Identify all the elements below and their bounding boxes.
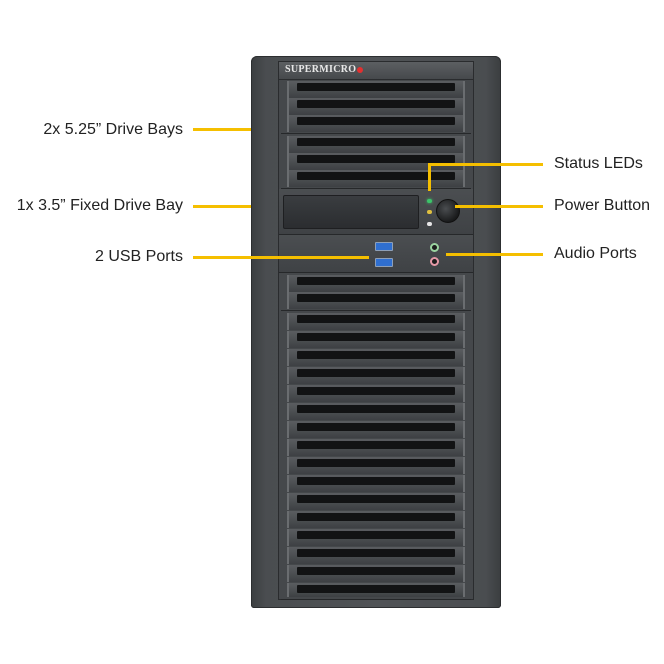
- status-led-yellow-icon: [427, 210, 432, 214]
- power-button[interactable]: [436, 199, 460, 223]
- io-panel: [279, 235, 473, 273]
- logo-dot-icon: [357, 66, 364, 73]
- fixed-drive-bay-35: [283, 195, 419, 229]
- callout-label-status-leds: Status LEDs: [554, 155, 643, 172]
- lower-vent-grille: [281, 311, 471, 600]
- leader-line-audio-ports: [446, 253, 543, 256]
- drive-bay-525-1[interactable]: [281, 79, 471, 134]
- vent-slat: [287, 367, 465, 384]
- vent-slat: [287, 81, 465, 98]
- drive-bay-525-2[interactable]: [281, 134, 471, 189]
- lower-vent-upper: [281, 273, 471, 311]
- vent-slat: [287, 529, 465, 546]
- front-bezel: SUPERMICRO: [278, 61, 474, 600]
- usb-port-1[interactable]: [375, 242, 393, 251]
- leader-line-status-leds-h: [428, 163, 543, 166]
- brand-logo-text: SUPERMICRO: [285, 64, 357, 75]
- leader-line-power-button: [455, 205, 543, 208]
- leader-line-fixed-drive-bay-35: [193, 205, 268, 208]
- vent-slat: [287, 170, 465, 187]
- callout-label-usb-ports: 2 USB Ports: [94, 248, 183, 265]
- vent-slat: [287, 349, 465, 366]
- audio-port-line-out[interactable]: [430, 243, 439, 252]
- vent-slat: [287, 403, 465, 420]
- audio-port-mic[interactable]: [430, 257, 439, 266]
- vent-slat: [287, 439, 465, 456]
- vent-slat: [287, 385, 465, 402]
- brand-logo: SUPERMICRO: [285, 64, 364, 75]
- vent-slat: [287, 457, 465, 474]
- vent-slat: [287, 565, 465, 582]
- vent-slat: [287, 547, 465, 564]
- vent-slat: [287, 136, 465, 153]
- callout-label-fixed-drive-bay-35: 1x 3.5” Fixed Drive Bay: [16, 197, 183, 214]
- vent-slat: [287, 115, 465, 132]
- leader-line-drive-bays-525: [193, 128, 266, 131]
- status-led-green-icon: [427, 199, 432, 203]
- vent-slat: [287, 493, 465, 510]
- server-chassis: SUPERMICRO: [251, 56, 501, 608]
- usb-port-2[interactable]: [375, 258, 393, 267]
- leader-line-usb-ports: [193, 256, 369, 259]
- status-led-white-icon: [427, 222, 432, 226]
- fixed-bay-panel: [279, 189, 473, 235]
- vent-slat: [287, 331, 465, 348]
- callout-label-audio-ports: Audio Ports: [554, 245, 637, 262]
- vent-slat: [287, 583, 465, 597]
- vent-slat: [287, 421, 465, 438]
- vent-slat: [287, 511, 465, 528]
- callout-label-power-button: Power Button: [554, 197, 651, 214]
- vent-slat: [287, 275, 465, 292]
- vent-slat: [287, 475, 465, 492]
- vent-slat: [287, 153, 465, 170]
- vent-slat: [287, 292, 465, 309]
- logo-strip: SUPERMICRO: [279, 62, 473, 80]
- vent-slat: [287, 98, 465, 115]
- leader-line-status-leds-v: [428, 163, 431, 191]
- callout-label-drive-bays-525: 2x 5.25” Drive Bays: [43, 121, 183, 138]
- vent-slat: [287, 313, 465, 330]
